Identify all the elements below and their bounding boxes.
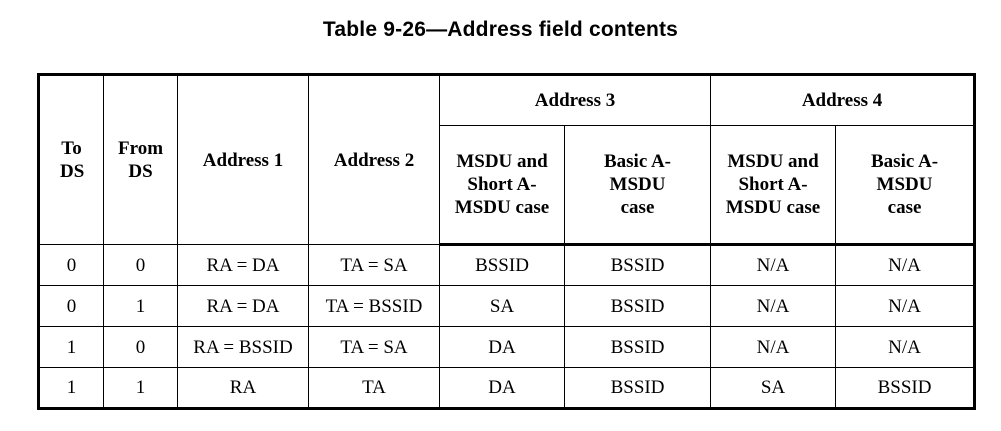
header-address-4: Address 4 [710,74,976,126]
cell-address-1: RA = DA [177,244,309,286]
cell-address-4-basic: N/A [835,326,976,368]
cell-address-4-basic: N/A [835,244,976,286]
cell-address-1: RA = BSSID [177,326,309,368]
header-from-ds: From DS [103,74,178,245]
header-row-top: To DS From DS Address 1 Address 2 Addres… [38,74,976,245]
header-address-3-basic: Basic A-MSDU case [563,125,712,246]
cell-address-4-msdu-short: N/A [710,326,837,368]
cell-address-1: RA = DA [177,285,309,327]
table-row: 1 1 RA TA DA BSSID SA BSSID [38,367,976,409]
cell-address-3-msdu-short: DA [439,367,565,409]
cell-address-4-basic: N/A [835,285,976,327]
header-address-1: Address 1 [177,74,309,245]
cell-to-ds: 1 [38,367,104,409]
header-to-ds: To DS [38,74,104,245]
cell-address-4-msdu-short: SA [710,367,837,409]
table-row: 0 1 RA = DA TA = BSSID SA BSSID N/A N/A [38,285,976,327]
cell-address-3-msdu-short: SA [439,285,565,327]
cell-address-2: TA = SA [308,244,440,286]
cell-address-3-basic: BSSID [563,285,712,327]
cell-address-3-basic: BSSID [563,244,712,286]
header-address-3: Address 3 [438,74,712,126]
header-address-4-msdu-short: MSDU and Short A-MSDU case [710,125,837,246]
table-row: 1 0 RA = BSSID TA = SA DA BSSID N/A N/A [38,326,976,368]
cell-to-ds: 1 [38,326,104,368]
table-row: 0 0 RA = DA TA = SA BSSID BSSID N/A N/A [38,244,976,286]
cell-from-ds: 1 [103,367,178,409]
cell-address-2: TA [308,367,440,409]
header-address-2: Address 2 [308,74,440,245]
cell-from-ds: 1 [103,285,178,327]
cell-to-ds: 0 [38,285,104,327]
cell-from-ds: 0 [103,326,178,368]
table-caption: Table 9-26—Address field contents [322,18,679,41]
header-row-sub: MSDU and Short A-MSDU case Basic A-MSDU … [39,125,976,246]
cell-address-3-msdu-short: DA [439,326,565,368]
header-address-4-basic: Basic A-MSDU case [835,125,976,246]
cell-address-4-basic: BSSID [835,367,976,409]
cell-address-4-msdu-short: N/A [710,285,837,327]
cell-from-ds: 0 [103,244,178,286]
cell-address-4-msdu-short: N/A [710,244,837,286]
cell-address-2: TA = BSSID [308,285,440,327]
header-address-3-msdu-short: MSDU and Short A-MSDU case [439,125,565,246]
cell-address-2: TA = SA [308,326,440,368]
cell-address-1: RA [177,367,309,409]
cell-address-3-basic: BSSID [563,367,712,409]
cell-to-ds: 0 [38,244,104,286]
cell-address-3-basic: BSSID [563,326,712,368]
address-field-table: To DS From DS Address 1 Address 2 Addres… [37,73,977,410]
cell-address-3-msdu-short: BSSID [439,244,565,286]
